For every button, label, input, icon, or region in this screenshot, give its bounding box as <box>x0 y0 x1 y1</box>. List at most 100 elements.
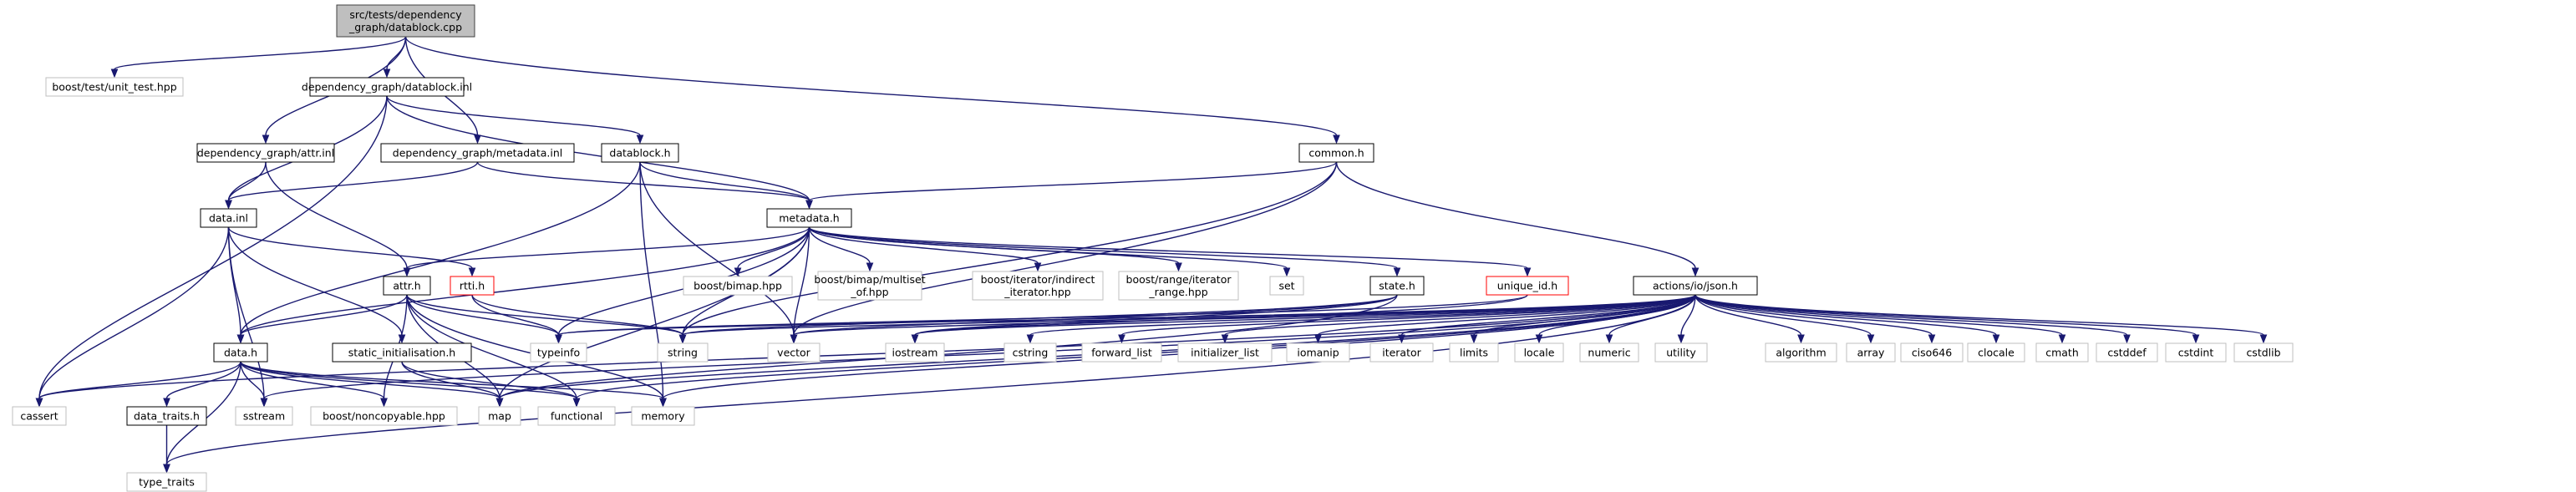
node-typeinfo[interactable]: typeinfo <box>530 342 587 363</box>
node-rtti-h[interactable]: rtti.h <box>450 276 495 296</box>
arrowhead-icon <box>495 398 504 408</box>
edge-metadata_inl-to-data_inl <box>225 161 479 210</box>
node-boost-noncopyable[interactable]: boost/noncopyable.hpp <box>310 406 458 426</box>
edge-line <box>1680 294 1696 336</box>
node-box <box>332 342 472 363</box>
arrowhead-icon <box>1691 267 1700 277</box>
node-attr-inl[interactable]: dependency_graph/attr.inl <box>196 143 335 163</box>
node-label: typeinfo <box>537 347 580 359</box>
node-cmath[interactable]: cmath <box>2035 342 2089 363</box>
node-cstddef[interactable]: cstddef <box>2096 342 2158 363</box>
node-boost-bimap-multiset[interactable]: boost/bimap/multiset_of.hpp <box>814 271 926 301</box>
node-limits[interactable]: limits <box>1449 342 1499 363</box>
node-label: array <box>1857 347 1885 359</box>
node-boost-iter-indirect[interactable]: boost/iterator/indirect_iterator.hpp <box>972 271 1104 301</box>
node-boost-unit-test[interactable]: boost/test/unit_test.hpp <box>45 77 184 97</box>
node-cstdlib[interactable]: cstdlib <box>2233 342 2294 363</box>
node-label: cassert <box>20 410 58 423</box>
node-data-h[interactable]: data.h <box>213 342 268 363</box>
arrowhead-icon <box>911 334 919 344</box>
node-state-h[interactable]: state.h <box>1369 276 1425 296</box>
edge-line <box>793 294 1696 336</box>
node-map[interactable]: map <box>478 406 521 426</box>
edge-metadata_h-to-unique_id_h <box>808 226 1532 277</box>
node-label: forward_list <box>1091 347 1152 359</box>
node-label: cmath <box>2045 347 2079 359</box>
node-set[interactable]: set <box>1269 276 1304 296</box>
node-cassert[interactable]: cassert <box>12 406 67 426</box>
edge-line <box>406 294 560 336</box>
node-box <box>12 406 67 426</box>
node-cstdint[interactable]: cstdint <box>2165 342 2227 363</box>
edge-static_init_h-to-map <box>401 361 504 408</box>
edge-line <box>1694 294 1802 336</box>
node-box <box>126 406 207 426</box>
node-box <box>1514 342 1564 363</box>
edge-line <box>240 361 265 399</box>
node-functional[interactable]: functional <box>537 406 616 426</box>
node-ciso646[interactable]: ciso646 <box>1900 342 1964 363</box>
node-locale[interactable]: locale <box>1514 342 1564 363</box>
node-unique-id-h[interactable]: unique_id.h <box>1486 276 1569 296</box>
node-iostream[interactable]: iostream <box>885 342 945 363</box>
node-label: data_traits.h <box>134 410 200 423</box>
node-data-traits-h[interactable]: data_traits.h <box>126 406 207 426</box>
node-boost-range-iter[interactable]: boost/range/iterator_range.hpp <box>1118 271 1239 301</box>
node-label: map <box>488 410 511 423</box>
node-array[interactable]: array <box>1846 342 1896 363</box>
node-box <box>478 406 521 426</box>
edge-line <box>1694 294 2128 336</box>
edge-json_h-to-cstddef <box>1694 294 2131 344</box>
arrowhead-icon <box>163 464 170 474</box>
node-datablock-inl[interactable]: dependency_graph/datablock.inl <box>302 77 472 97</box>
node-datablock-h[interactable]: datablock.h <box>601 143 679 163</box>
node-clocale[interactable]: clocale <box>1967 342 2025 363</box>
node-attr-h[interactable]: attr.h <box>383 276 431 296</box>
node-initializer-list[interactable]: initializer_list <box>1177 342 1273 363</box>
edge-line <box>401 361 577 399</box>
node-numeric[interactable]: numeric <box>1579 342 1639 363</box>
node-label: boost/bimap/multiset <box>814 273 925 286</box>
edge-line <box>240 361 500 399</box>
node-box <box>450 276 495 296</box>
node-metadata-h[interactable]: metadata.h <box>766 208 852 228</box>
node-label: limits <box>1460 347 1488 359</box>
node-cstring[interactable]: cstring <box>1003 342 1057 363</box>
node-string[interactable]: string <box>657 342 709 363</box>
node-sstream[interactable]: sstream <box>235 406 293 426</box>
arrowhead-icon <box>678 334 687 344</box>
node-common-h[interactable]: common.h <box>1298 143 1374 163</box>
arrowhead-icon <box>866 262 874 272</box>
edge-line <box>471 294 560 336</box>
edge-json_h-to-cmath <box>1694 294 2066 344</box>
edge-line <box>1224 294 1696 336</box>
arrowhead-icon <box>163 398 170 408</box>
node-static-init-h[interactable]: static_initialisation.h <box>332 342 472 363</box>
arrowhead-icon <box>572 398 581 408</box>
node-algorithm[interactable]: algorithm <box>1765 342 1837 363</box>
node-iomanip[interactable]: iomanip <box>1286 342 1350 363</box>
arrowhead-icon <box>383 68 391 79</box>
nodes-layer: src/tests/dependency_graph/datablock.cpp… <box>12 4 2294 492</box>
node-utility[interactable]: utility <box>1654 342 1708 363</box>
arrowhead-icon <box>805 200 813 210</box>
node-vector[interactable]: vector <box>767 342 821 363</box>
node-boost-bimap[interactable]: boost/bimap.hpp <box>683 276 793 296</box>
arrowhead-icon <box>1175 262 1182 272</box>
node-box <box>1846 342 1896 363</box>
edge-line <box>240 361 577 399</box>
node-metadata-inl[interactable]: dependency_graph/metadata.inl <box>380 143 575 163</box>
node-root[interactable]: src/tests/dependency_graph/datablock.cpp <box>336 4 475 38</box>
node-type-traits[interactable]: type_traits <box>126 472 207 492</box>
edge-json_h-to-utility <box>1677 294 1696 344</box>
edge-rtti_h-to-string <box>471 294 687 344</box>
node-label: state.h <box>1379 280 1415 292</box>
node-box <box>817 271 922 301</box>
node-data-inl[interactable]: data.inl <box>200 208 257 228</box>
node-forward-list[interactable]: forward_list <box>1081 342 1162 363</box>
edge-data_inl-to-data_h <box>227 226 245 344</box>
node-memory[interactable]: memory <box>631 406 695 426</box>
edge-line <box>1694 294 2063 336</box>
node-json-h[interactable]: actions/io/json.h <box>1633 276 1758 296</box>
node-iterator[interactable]: iterator <box>1369 342 1434 363</box>
